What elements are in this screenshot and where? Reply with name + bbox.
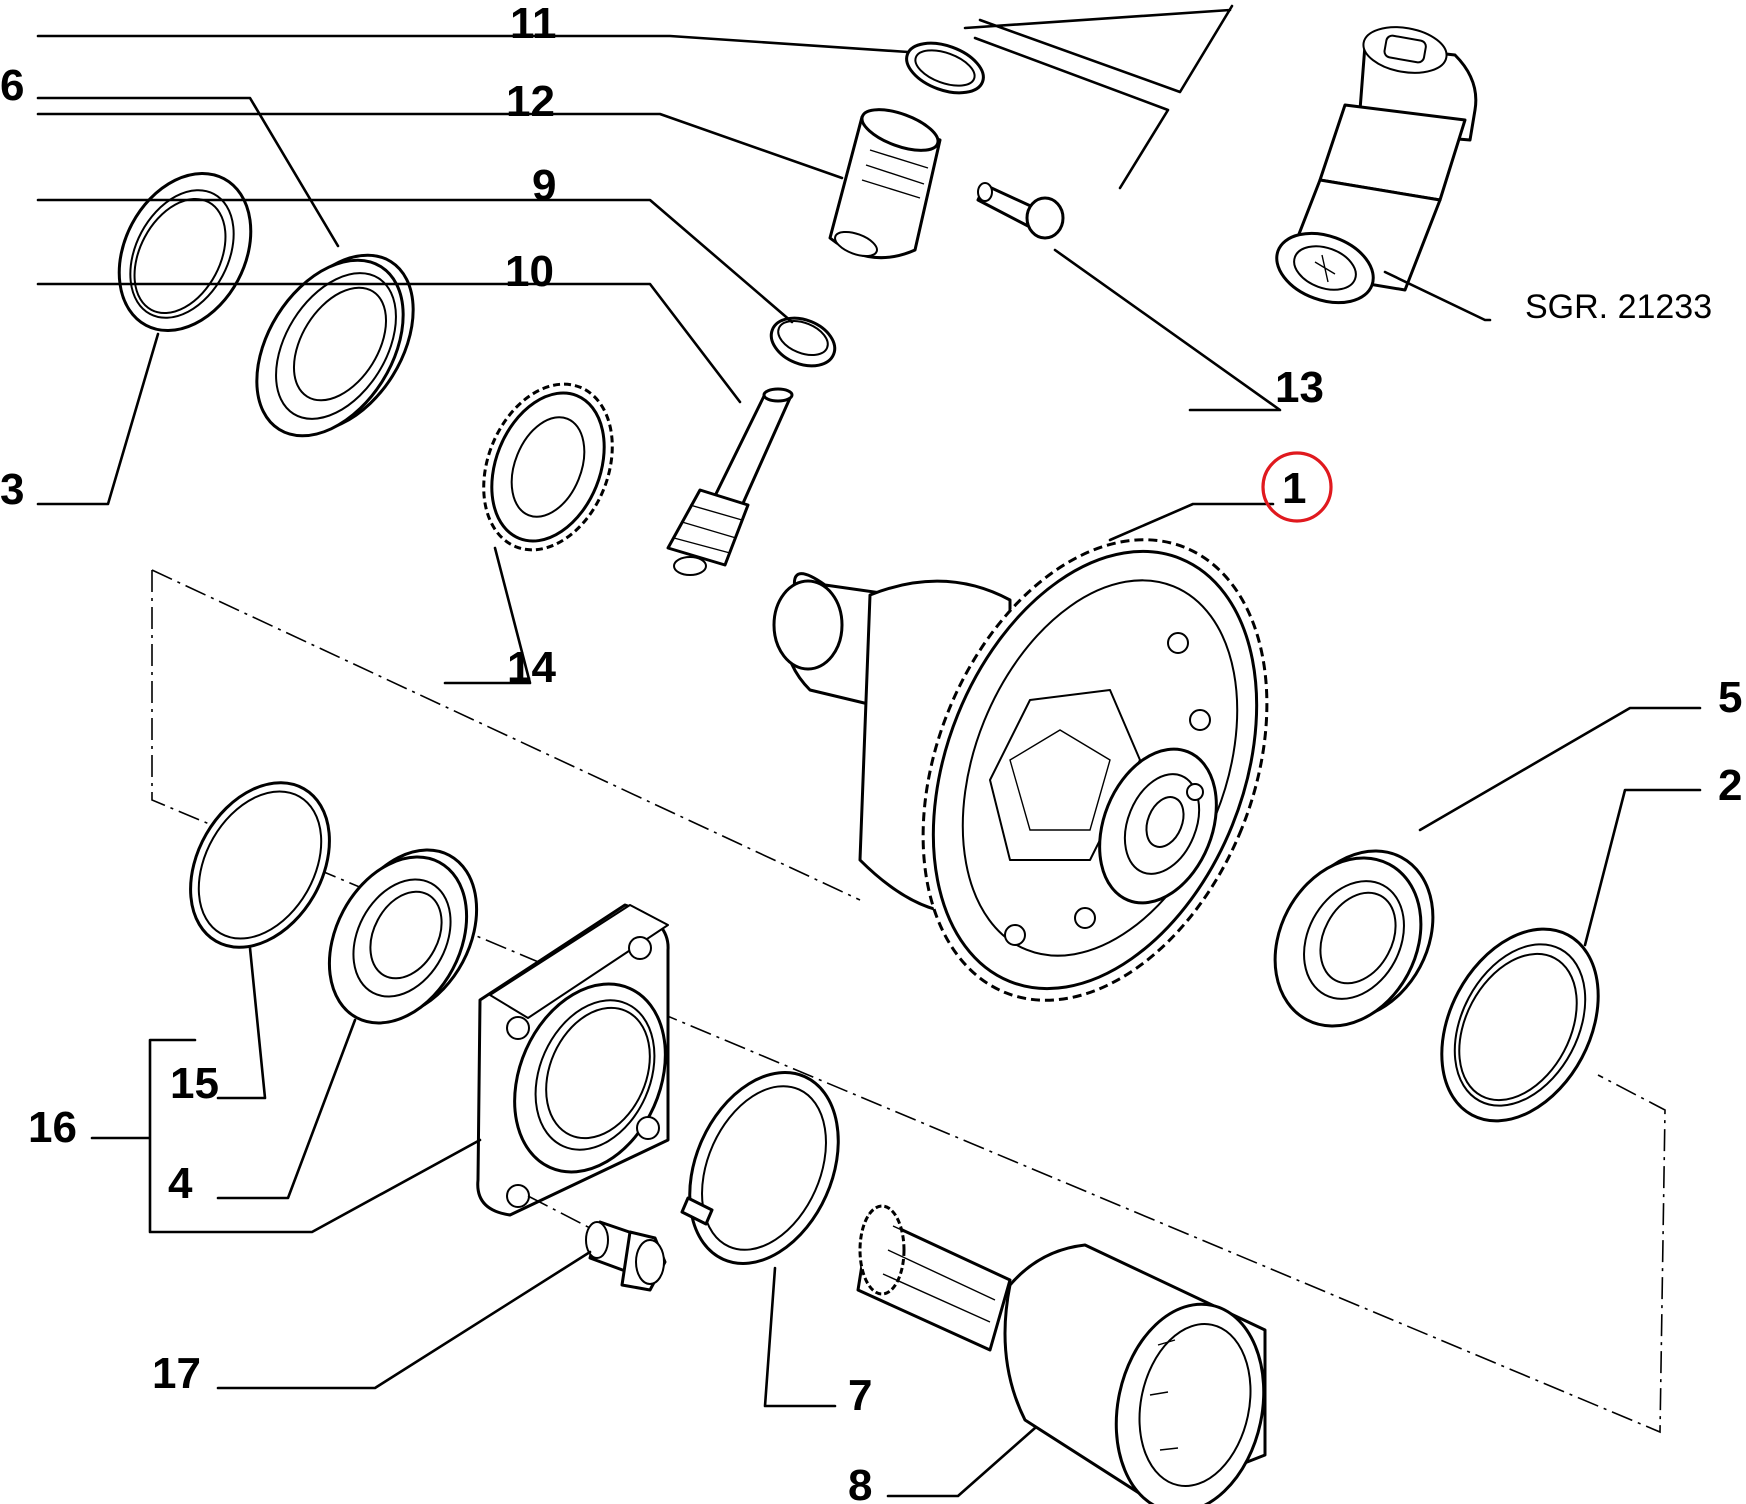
label-15: 15 [170,1059,219,1108]
part-14-gear[interactable] [460,365,636,569]
leader-3 [36,332,160,506]
leader-12 [36,112,844,180]
leader-14 [443,546,532,685]
label-14: 14 [507,643,556,692]
part-16-flange[interactable] [476,903,694,1217]
part-7-circlip[interactable] [661,1049,867,1287]
leader-10 [36,282,742,404]
leader-9 [36,198,794,324]
part-3-bearing[interactable] [227,229,444,463]
label-8: 8 [848,1461,872,1504]
label-1: 1 [1282,464,1306,513]
leader-17 [216,1250,592,1390]
part-11-o-ring[interactable] [900,34,990,103]
label-9: 9 [532,161,556,210]
part-13-screw[interactable] [976,182,1065,240]
part-2-seal-ring[interactable] [1410,902,1629,1148]
label-3: 3 [0,465,24,514]
label-16: 16 [28,1103,77,1152]
part-4-bearing[interactable] [302,826,504,1047]
assembly-boundary [151,569,1666,1434]
leader-6 [36,96,340,248]
label-17: 17 [152,1349,201,1398]
leader-sensor [1383,270,1492,322]
label-6: 6 [0,61,24,110]
label-10: 10 [505,247,554,296]
leader-15 [216,946,267,1100]
leader-16 [90,1038,482,1234]
leader-13 [1053,248,1282,412]
leader-lines [36,4,1702,1498]
leader-2 [1583,788,1702,947]
highlight-circle [1261,451,1333,523]
leader-11 [36,34,910,54]
label-11: 11 [510,0,557,48]
leader-11-bracket [963,4,1234,190]
part-15-o-ring[interactable] [162,758,357,972]
label-2: 2 [1718,761,1742,810]
label-12: 12 [506,77,555,126]
part-1-differential[interactable] [772,488,1331,1051]
part-8-drive-shaft[interactable] [856,1204,1282,1504]
label-4: 4 [168,1159,193,1208]
part-speed-sensor[interactable] [1267,21,1478,315]
leader-1 [1108,502,1275,542]
label-sgr-reference: SGR. 21233 [1525,288,1712,326]
leader-5 [1418,706,1702,832]
leader-8 [886,1426,1037,1498]
part-10-pinion-shaft[interactable] [666,387,794,576]
label-13: 13 [1275,363,1324,412]
label-7: 7 [848,1371,872,1420]
part-6-seal-ring[interactable] [93,151,277,354]
part-9-bushing[interactable] [764,309,842,375]
leader-7 [763,1266,837,1408]
part-17-bolt[interactable] [527,1195,667,1292]
label-5: 5 [1718,673,1742,722]
part-12-sleeve[interactable] [828,101,943,261]
leader-4 [216,1018,357,1200]
part-5-bearing[interactable] [1247,825,1462,1051]
